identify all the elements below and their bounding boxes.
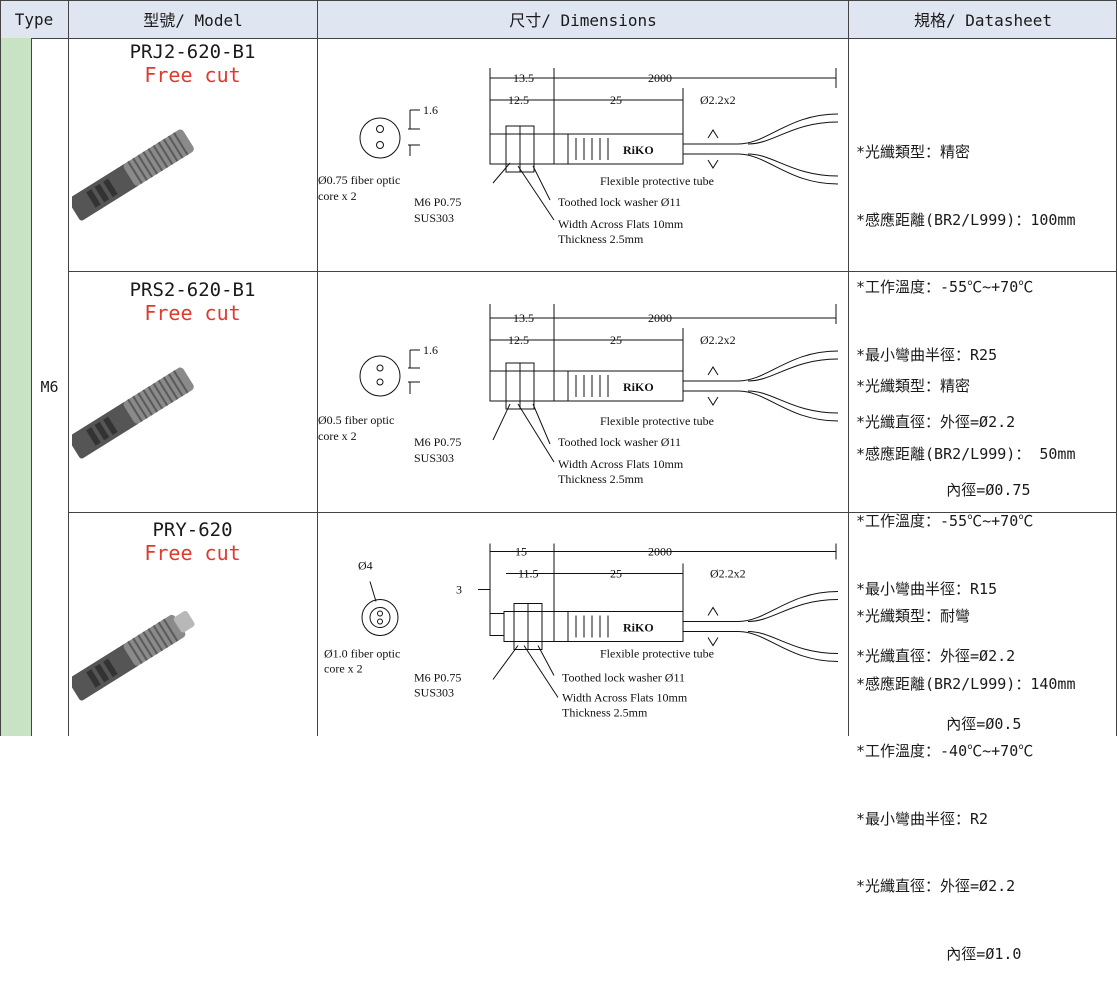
dim-core-size: Ø4 (358, 559, 373, 573)
dimension-drawing: Ø4 3 15 2000 11.5 25 Ø2.2x2 RiKO Ø1.0 fi… (324, 543, 839, 720)
thickness-label: Thickness 2.5mm (562, 706, 648, 720)
model-subtitle: Free cut (144, 301, 241, 325)
model-cell: PRY-620 Free cut (68, 519, 317, 565)
brand-mark: RiKO (623, 621, 654, 635)
header-datasheet: 規格/ Datasheet (849, 0, 1117, 39)
dim-mid: 25 (610, 567, 622, 581)
spec-line: *感應距離(BR2/L999)：100mm (856, 210, 1076, 229)
thread-label: M6 P0.75 (414, 435, 461, 449)
flats-label: Width Across Flats 10mm (558, 457, 684, 471)
dim-mid: 25 (610, 333, 622, 347)
spec-line: *光纖類型：精密 (856, 377, 971, 395)
model-name: PRJ2-620-B1 (129, 41, 256, 63)
spec-line: *最小彎曲半徑：R15 (856, 579, 998, 598)
spec-line: *光纖直徑：外徑=Ø2.2 (856, 647, 1016, 665)
spec-line: *工作溫度：-40℃~+70℃ (856, 742, 1034, 760)
dim-sub: 12.5 (508, 93, 529, 107)
washer-label: Toothed lock washer Ø11 (558, 195, 681, 209)
material-label: SUS303 (414, 211, 454, 225)
type-strip (0, 38, 31, 736)
spec-line: *感應距離(BR2/L999)：140mm (856, 674, 1076, 693)
sensor-photo (72, 610, 195, 701)
spec-line: *光纖直徑：外徑=Ø2.2 (856, 413, 1016, 431)
grid-line (317, 0, 318, 736)
header-model: 型號/ Model (69, 0, 317, 39)
spec-line: *感應距離(BR2/L999)： 50mm (856, 444, 1076, 463)
core-label-count: core x 2 (324, 662, 363, 676)
grid-line (0, 0, 1117, 1)
spec-line: *光纖直徑：外徑=Ø2.2 (856, 877, 1016, 895)
header-dimensions: 尺寸/ Dimensions (318, 0, 848, 39)
model-cell: PRS2-620-B1 Free cut (68, 279, 317, 325)
core-label: Ø0.75 fiber optic (318, 173, 400, 187)
model-name: PRY-620 (152, 519, 233, 541)
dim-tip: 3 (456, 583, 462, 597)
spec-line: *最小彎曲半徑：R25 (856, 345, 998, 364)
core-label-count: core x 2 (318, 429, 357, 443)
spec-line: *光纖類型：耐彎 (856, 607, 971, 625)
material-label: SUS303 (414, 451, 454, 465)
dim-length: 2000 (648, 545, 672, 559)
grid-line (68, 0, 69, 736)
model-cell: PRJ2-620-B1 Free cut (68, 41, 317, 87)
spec-line: 內徑=Ø0.5 (856, 714, 1022, 733)
dim-length: 2000 (648, 311, 672, 325)
brand-mark: RiKO (623, 380, 654, 394)
model-subtitle: Free cut (144, 63, 241, 87)
dim-length: 2000 (648, 71, 672, 85)
dim-core-size: 1.6 (423, 343, 438, 357)
dim-core-size: 1.6 (423, 103, 438, 117)
dim-tube: Ø2.2x2 (700, 93, 736, 107)
spec-line: 內徑=Ø0.75 (856, 480, 1031, 499)
model-subtitle: Free cut (144, 541, 241, 565)
datasheet-cell: *光纖類型：耐彎 *感應距離(BR2/L999)：140mm *工作溫度：-40… (856, 560, 1116, 988)
thread-label: M6 P0.75 (414, 195, 461, 209)
datasheet-cell: *光纖類型：精密 *感應距離(BR2/L999)： 50mm *工作溫度：-55… (856, 330, 1116, 758)
washer-label: Toothed lock washer Ø11 (562, 671, 685, 685)
washer-label: Toothed lock washer Ø11 (558, 435, 681, 449)
tube-label: Flexible protective tube (600, 174, 714, 188)
thread-label: M6 P0.75 (414, 671, 461, 685)
type-group-label: M6 (40, 378, 59, 396)
thickness-label: Thickness 2.5mm (558, 232, 644, 246)
spec-line: *工作溫度：-55℃~+70℃ (856, 278, 1034, 296)
spec-line: *光纖類型：精密 (856, 143, 971, 161)
tube-label: Flexible protective tube (600, 647, 714, 661)
spec-line: *最小彎曲半徑：R2 (856, 809, 989, 828)
flats-label: Width Across Flats 10mm (558, 217, 684, 231)
product-table: Type 型號/ Model 尺寸/ Dimensions 規格/ Datash… (0, 0, 1117, 736)
dim-tube: Ø2.2x2 (700, 333, 736, 347)
dim-sub: 12.5 (508, 333, 529, 347)
spec-line: *工作溫度：-55℃~+70℃ (856, 512, 1034, 530)
spec-line: 內徑=Ø1.0 (856, 944, 1022, 963)
dimension-drawing: 13.5 2000 12.5 25 Ø2.2x2 1.6 RiKO Ø0.75 … (318, 68, 839, 246)
core-label: Ø1.0 fiber optic (324, 647, 400, 661)
sensor-photo (72, 129, 194, 221)
dim-sub: 11.5 (518, 567, 539, 581)
tube-label: Flexible protective tube (600, 414, 714, 428)
brand-mark: RiKO (623, 143, 654, 157)
datasheet-cell: *光纖類型：精密 *感應距離(BR2/L999)：100mm *工作溫度：-55… (856, 96, 1116, 524)
thickness-label: Thickness 2.5mm (558, 472, 644, 486)
grid-line (68, 271, 1117, 272)
core-label-count: core x 2 (318, 189, 357, 203)
dim-overall: 13.5 (513, 311, 534, 325)
dimension-drawing: 13.5 2000 12.5 25 Ø2.2x2 1.6 RiKO Ø0.5 f… (318, 304, 839, 486)
material-label: SUS303 (414, 686, 454, 700)
grid-line (848, 0, 849, 736)
grid-line (0, 0, 1, 736)
grid-line (31, 38, 32, 736)
header-type: Type (0, 0, 68, 39)
dim-overall: 15 (515, 545, 527, 559)
sensor-photo (72, 367, 194, 459)
flats-label: Width Across Flats 10mm (562, 691, 688, 705)
dim-tube: Ø2.2x2 (710, 567, 746, 581)
dim-mid: 25 (610, 93, 622, 107)
model-name: PRS2-620-B1 (129, 279, 256, 301)
core-label: Ø0.5 fiber optic (318, 413, 394, 427)
dim-overall: 13.5 (513, 71, 534, 85)
grid-line (68, 512, 1117, 513)
